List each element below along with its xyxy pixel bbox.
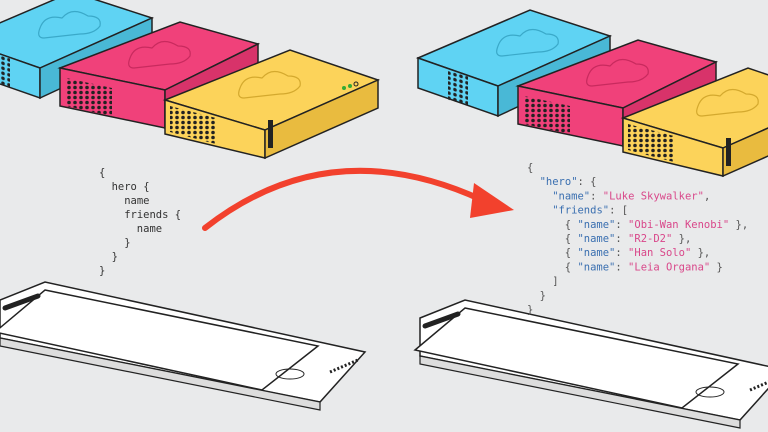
json-punctuation: : bbox=[615, 233, 628, 245]
server-group-right bbox=[417, 9, 768, 177]
json-punctuation: : [ bbox=[609, 205, 628, 217]
response-line: "friends": [ bbox=[552, 205, 628, 217]
json-punctuation: }, bbox=[672, 233, 691, 245]
arrowhead-icon bbox=[470, 183, 514, 218]
json-punctuation: : bbox=[615, 261, 628, 273]
json-string-value: "Leia Organa" bbox=[628, 261, 710, 273]
query-line: name bbox=[137, 223, 162, 235]
response-line: } bbox=[527, 304, 533, 316]
json-key: "friends" bbox=[552, 205, 609, 217]
json-key: "name" bbox=[577, 261, 615, 273]
json-punctuation: } bbox=[540, 290, 546, 302]
json-punctuation: : { bbox=[578, 176, 597, 188]
json-string-value: "Han Solo" bbox=[628, 247, 691, 259]
phone-left bbox=[0, 282, 365, 410]
json-punctuation: : bbox=[590, 190, 603, 202]
json-string-value: "Obi-Wan Kenobi" bbox=[628, 219, 729, 231]
json-key: "name" bbox=[577, 233, 615, 245]
response-line: { "name": "R2-D2" }, bbox=[565, 233, 691, 245]
json-punctuation: { bbox=[527, 162, 533, 174]
json-punctuation: ] bbox=[552, 276, 558, 288]
response-line: { bbox=[527, 162, 533, 174]
json-punctuation: { bbox=[565, 261, 578, 273]
json-response: {"hero": {"name": "Luke Skywalker","frie… bbox=[527, 162, 748, 316]
response-line: "hero": { bbox=[540, 176, 597, 188]
query-line: } bbox=[99, 265, 105, 277]
json-punctuation: }, bbox=[691, 247, 710, 259]
query-line: } bbox=[124, 237, 130, 249]
response-line: "name": "Luke Skywalker", bbox=[552, 190, 710, 202]
json-string-value: "R2-D2" bbox=[628, 233, 672, 245]
query-line: friends { bbox=[124, 209, 181, 221]
query-line: { bbox=[99, 167, 105, 179]
server-group-left bbox=[0, 0, 379, 159]
response-line: { "name": "Leia Organa" } bbox=[565, 261, 723, 273]
phone-right bbox=[415, 300, 768, 428]
json-punctuation: } bbox=[710, 261, 723, 273]
json-punctuation: : bbox=[615, 219, 628, 231]
response-line: { "name": "Han Solo" }, bbox=[565, 247, 710, 259]
json-punctuation: { bbox=[565, 247, 578, 259]
json-key: "name" bbox=[552, 190, 590, 202]
response-line: ] bbox=[552, 276, 558, 288]
json-punctuation: : bbox=[615, 247, 628, 259]
json-string-value: "Luke Skywalker" bbox=[603, 190, 704, 202]
json-key: "name" bbox=[577, 219, 615, 231]
json-key: "hero" bbox=[540, 176, 578, 188]
json-key: "name" bbox=[577, 247, 615, 259]
query-line: hero { bbox=[112, 181, 150, 193]
json-punctuation: , bbox=[704, 190, 710, 202]
json-punctuation: { bbox=[565, 219, 578, 231]
query-line: name bbox=[124, 195, 149, 207]
response-line: } bbox=[540, 290, 546, 302]
response-line: { "name": "Obi-Wan Kenobi" }, bbox=[565, 219, 748, 231]
json-punctuation: } bbox=[527, 304, 533, 316]
graphql-query: { hero { name friends { name}}} bbox=[99, 167, 181, 277]
query-arrow bbox=[202, 167, 514, 231]
query-line: } bbox=[112, 251, 118, 263]
json-punctuation: { bbox=[565, 233, 578, 245]
json-punctuation: }, bbox=[729, 219, 748, 231]
